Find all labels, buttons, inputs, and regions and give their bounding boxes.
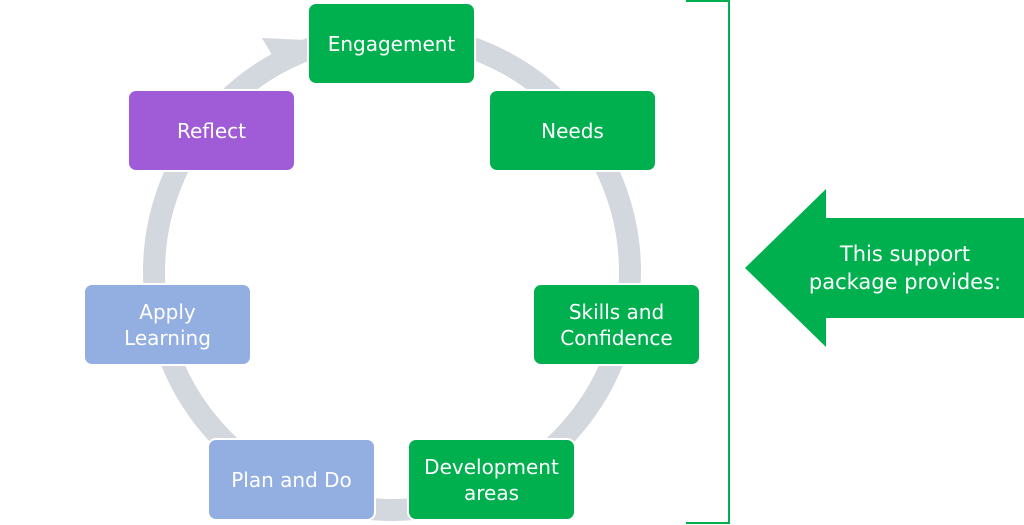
cycle-arrowhead-icon bbox=[262, 38, 305, 72]
node-needs-label: Needs bbox=[541, 118, 604, 143]
node-reflect-label: Reflect bbox=[176, 118, 247, 143]
node-plan-and-do: Plan and Do bbox=[207, 438, 376, 521]
callout-arrow-icon bbox=[745, 189, 1024, 347]
bracket-line bbox=[686, 0, 730, 524]
node-engagement-label: Engagement bbox=[327, 31, 456, 56]
node-development-areas: Development areas bbox=[407, 438, 576, 521]
node-development-label: Development areas bbox=[424, 454, 559, 505]
node-skills-label: Skills and Confidence bbox=[560, 299, 673, 350]
node-skills-and-confidence: Skills and Confidence bbox=[532, 283, 701, 366]
node-apply-label: Apply Learning bbox=[124, 299, 211, 350]
node-needs: Needs bbox=[488, 89, 657, 172]
node-reflect: Reflect bbox=[127, 89, 296, 172]
callout-text: This support package provides: bbox=[808, 242, 1002, 294]
node-engagement: Engagement bbox=[307, 2, 476, 85]
node-plan-label: Plan and Do bbox=[231, 467, 352, 492]
node-apply-learning: Apply Learning bbox=[83, 283, 252, 366]
